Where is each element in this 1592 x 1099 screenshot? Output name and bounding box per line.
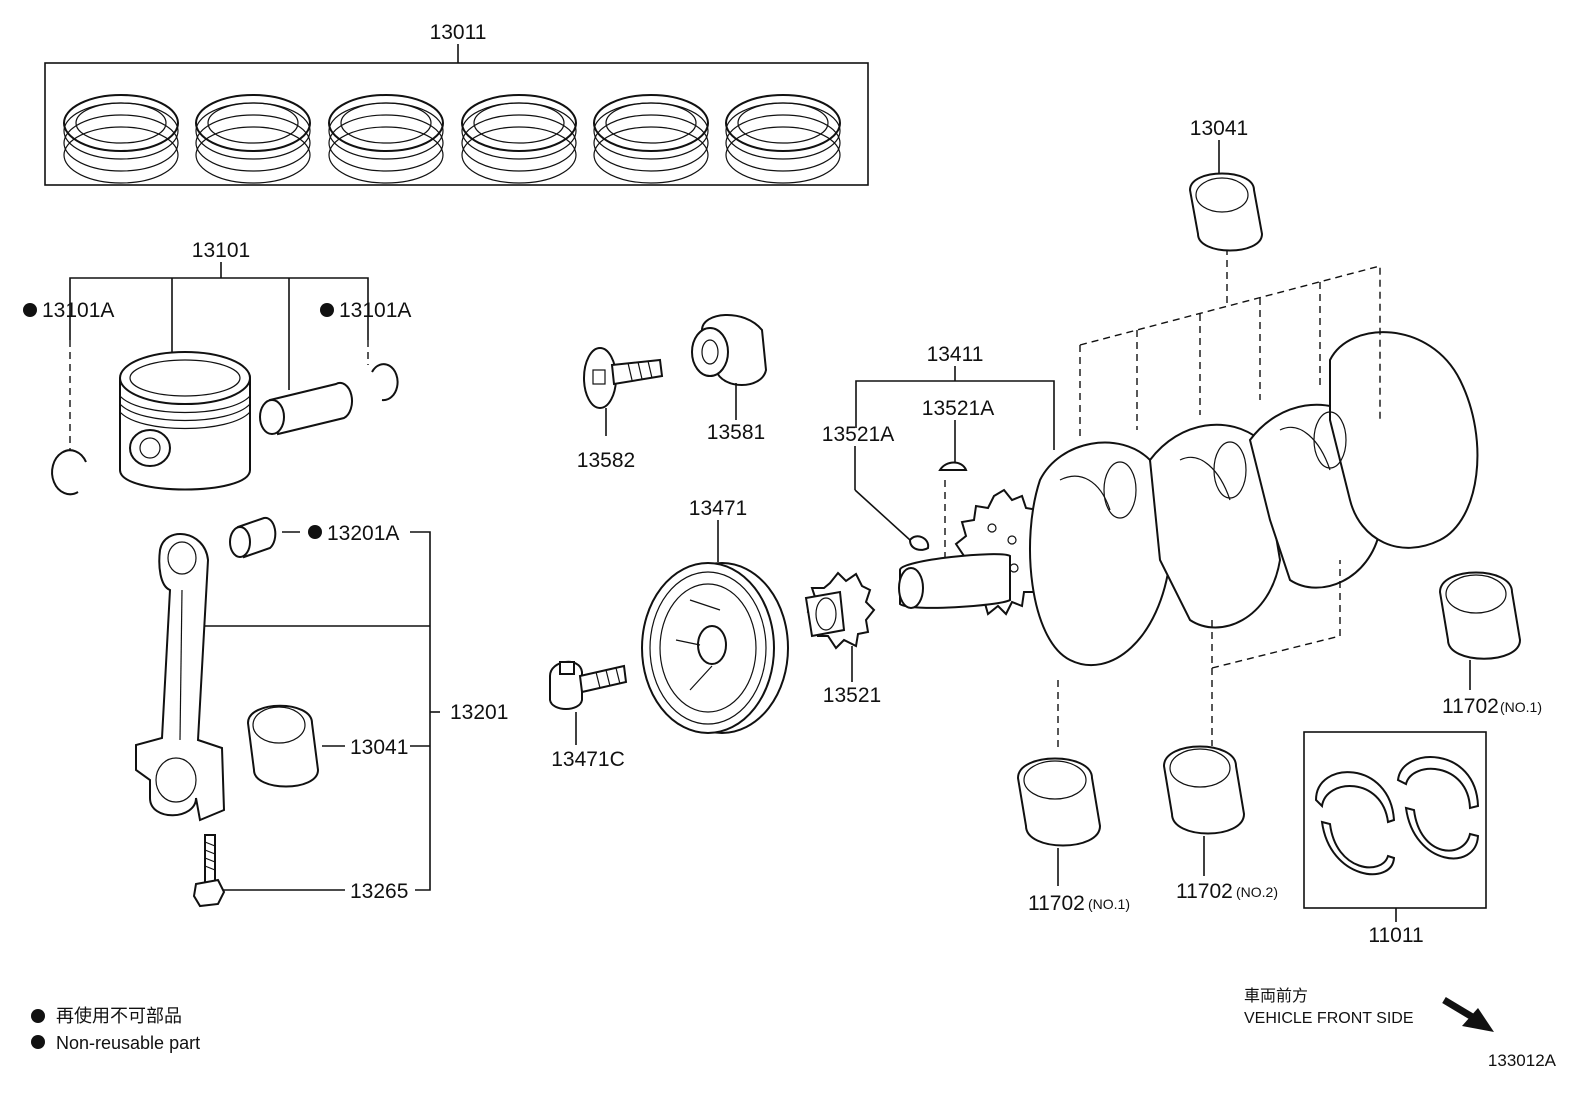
key-callout-lines xyxy=(854,366,1055,560)
crankshaft-pulley xyxy=(641,562,789,734)
label-13041-rod: 13041 xyxy=(350,736,408,759)
label-13101A-left: 13101A xyxy=(42,299,114,322)
non-reusable-dot xyxy=(308,525,322,539)
bolt-13471C xyxy=(549,661,628,745)
snap-ring-right xyxy=(371,363,399,402)
piston xyxy=(119,351,251,491)
label-13411: 13411 xyxy=(927,343,984,366)
direction-japanese: 車両前方 xyxy=(1244,987,1308,1005)
label-13101A-right: 13101A xyxy=(339,299,411,322)
label-13265: 13265 xyxy=(350,880,408,903)
label-11702-right-sub: (NO.1) xyxy=(1500,699,1542,715)
legend-dot-ja xyxy=(31,1009,45,1023)
non-reusable-dot xyxy=(23,303,37,317)
label-13521: 13521 xyxy=(823,684,881,707)
label-13471: 13471 xyxy=(689,497,747,520)
main-bearing-no2 xyxy=(1162,745,1246,876)
woodruff-key-left xyxy=(908,535,930,551)
main-bearing-right xyxy=(1438,571,1522,690)
label-13041-top: 13041 xyxy=(1190,117,1248,140)
thrust-washer-set xyxy=(1303,731,1487,922)
legend-dot-en xyxy=(31,1035,45,1049)
washer-13581 xyxy=(691,314,768,420)
direction-english: VEHICLE FRONT SIDE xyxy=(1244,1010,1414,1027)
rod-bolt xyxy=(192,834,226,908)
label-11702-mid2: 11702 xyxy=(1176,880,1233,903)
vehicle-front-indicator: 車両前方 VEHICLE FRONT SIDE xyxy=(1244,987,1494,1032)
label-11702-right: 11702 xyxy=(1442,695,1499,718)
rod-bearing xyxy=(246,704,320,788)
label-13101: 13101 xyxy=(192,239,250,262)
label-13521A-left: 13521A xyxy=(822,423,894,446)
conrod-bearing-top xyxy=(1188,172,1264,252)
crankshaft xyxy=(898,331,1479,666)
rod-callout-lines xyxy=(195,531,440,891)
label-13201: 13201 xyxy=(450,701,508,724)
legend: 再使用不可部品 Non-reusable part xyxy=(31,1006,200,1053)
label-13201A: 13201A xyxy=(327,522,399,545)
label-13521A-right: 13521A xyxy=(922,397,994,420)
small-end-bushing xyxy=(229,516,277,559)
label-11702-mid1: 11702 xyxy=(1028,892,1085,915)
non-reusable-dot xyxy=(320,303,334,317)
label-13471C: 13471C xyxy=(551,748,625,771)
piston-ring-set xyxy=(44,44,869,186)
bearing-reference-lines xyxy=(1057,248,1381,750)
label-13582: 13582 xyxy=(577,449,635,472)
woodruff-key-right xyxy=(938,461,968,471)
legend-english: Non-reusable part xyxy=(56,1033,200,1053)
piston-callout-lines xyxy=(69,262,369,450)
timing-sprocket-13521 xyxy=(804,571,876,682)
label-13011: 13011 xyxy=(430,21,487,44)
label-13581: 13581 xyxy=(707,421,765,444)
main-bearing-no1 xyxy=(1016,757,1102,886)
legend-japanese: 再使用不可部品 xyxy=(56,1006,182,1026)
label-11702-mid1-sub: (NO.1) xyxy=(1088,896,1130,912)
piston-pin xyxy=(259,381,353,436)
label-11702-mid2-sub: (NO.2) xyxy=(1236,884,1278,900)
connecting-rod xyxy=(135,533,226,822)
direction-arrow-icon xyxy=(1442,996,1494,1032)
label-11011: 11011 xyxy=(1368,924,1423,947)
bolt-13582 xyxy=(583,347,664,436)
snap-ring-left xyxy=(51,449,87,496)
diagram-id: 133012A xyxy=(1488,1051,1557,1070)
